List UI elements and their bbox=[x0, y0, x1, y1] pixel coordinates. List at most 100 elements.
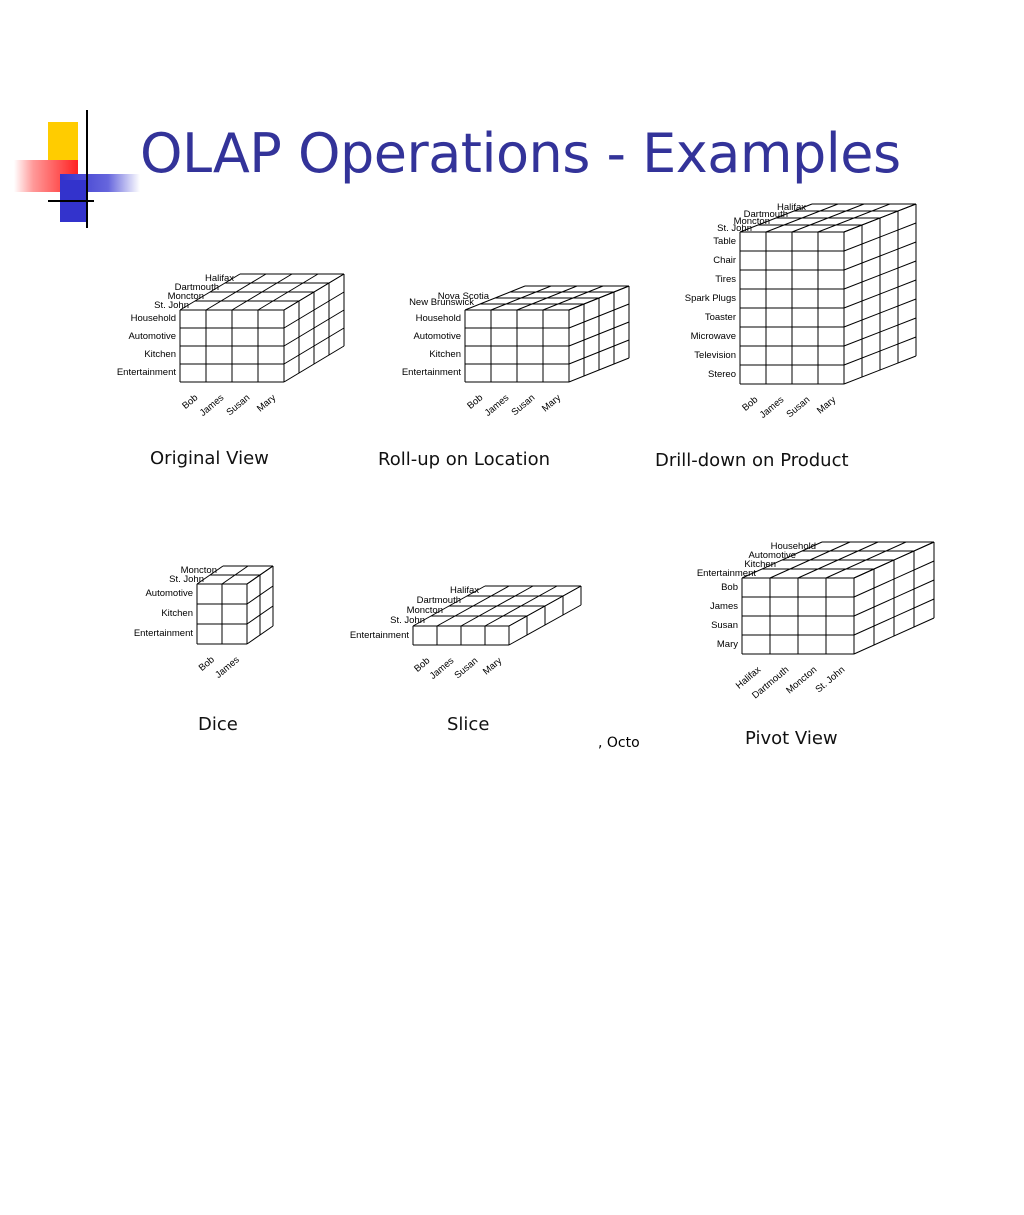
row-label: Bob bbox=[721, 581, 738, 593]
deco-horizontal-line bbox=[48, 200, 94, 202]
deco-yellow-square bbox=[48, 122, 78, 164]
row-label: Mary bbox=[716, 638, 738, 650]
dice-cube bbox=[196, 565, 274, 645]
top-grid-line bbox=[765, 203, 839, 233]
row-label: Kitchen bbox=[429, 349, 461, 360]
depth-label: St. John bbox=[717, 222, 752, 234]
deco-vertical-line bbox=[86, 110, 88, 228]
side-grid-line bbox=[843, 298, 917, 328]
row-label: Household bbox=[130, 313, 176, 324]
side-grid-line bbox=[246, 605, 274, 625]
side-grid-line bbox=[843, 355, 917, 385]
side-grid-line bbox=[568, 357, 630, 383]
caption-pivot: Pivot View bbox=[745, 728, 838, 749]
side-grid-line bbox=[843, 241, 917, 271]
row-label: Television bbox=[694, 349, 736, 361]
top-grid-line bbox=[516, 285, 578, 311]
top-grid-line bbox=[436, 585, 510, 627]
depth-label: Household bbox=[770, 540, 816, 552]
top-grid-line bbox=[825, 541, 907, 579]
depth-label: Kitchen bbox=[744, 558, 776, 570]
row-label: Automotive bbox=[128, 331, 176, 342]
side-grid-line bbox=[283, 327, 345, 365]
top-grid-line bbox=[412, 585, 486, 627]
side-grid-line bbox=[853, 579, 935, 617]
row-label: Entertainment bbox=[349, 629, 409, 641]
side-grid-line bbox=[843, 336, 917, 366]
side-grid-line bbox=[853, 560, 935, 598]
side-grid-line bbox=[853, 541, 935, 579]
row-label: Kitchen bbox=[161, 608, 193, 619]
row-label: James bbox=[710, 600, 738, 612]
slice-cube bbox=[412, 585, 582, 646]
row-label: Tires bbox=[715, 273, 736, 285]
depth-label: Halifax bbox=[449, 585, 479, 596]
top-grid-line bbox=[817, 203, 891, 233]
side-grid-line bbox=[283, 345, 345, 383]
side-grid-line bbox=[843, 317, 917, 347]
top-grid-line bbox=[257, 273, 319, 311]
top-grid-line bbox=[769, 541, 851, 579]
side-grid-line bbox=[508, 604, 582, 646]
depth-label: Moncton bbox=[180, 564, 217, 576]
side-grid-line bbox=[853, 617, 935, 655]
depth-label: Nova Scotia bbox=[437, 291, 489, 302]
slide-title: OLAP Operations - Examples bbox=[140, 122, 901, 185]
side-grid-line bbox=[283, 273, 345, 311]
row-label: Entertainment bbox=[116, 367, 176, 378]
row-label: Toaster bbox=[704, 311, 736, 323]
corner-decoration bbox=[0, 100, 140, 240]
original-cube bbox=[179, 273, 345, 383]
depth-label: Moncton bbox=[406, 605, 443, 616]
row-label: Automotive bbox=[413, 331, 461, 342]
row-label: Table bbox=[713, 235, 736, 247]
pivot-cube bbox=[741, 541, 935, 655]
top-grid-line bbox=[221, 565, 249, 585]
depth-label: Halifax bbox=[776, 201, 806, 213]
top-grid-line bbox=[741, 541, 823, 579]
row-label: Microwave bbox=[690, 330, 736, 342]
side-grid-line bbox=[853, 598, 935, 636]
top-grid-line bbox=[542, 285, 604, 311]
depth-label: Automotive bbox=[748, 549, 796, 561]
top-grid-line bbox=[490, 285, 552, 311]
depth-label: Dartmouth bbox=[416, 595, 461, 606]
side-grid-line bbox=[246, 565, 274, 585]
row-label: Automotive bbox=[145, 588, 193, 599]
depth-label: Moncton bbox=[733, 215, 770, 227]
side-grid-line bbox=[843, 222, 917, 252]
row-label: Susan bbox=[711, 619, 738, 631]
row-label: Entertainment bbox=[401, 367, 461, 378]
top-grid-line bbox=[231, 273, 293, 311]
side-grid-line bbox=[568, 321, 630, 347]
depth-label: Halifax bbox=[204, 272, 234, 284]
depth-label: St. John bbox=[390, 615, 425, 626]
row-label: Entertainment bbox=[133, 628, 193, 639]
caption-drilldown: Drill-down on Product bbox=[655, 450, 849, 471]
caption-rollup: Roll-up on Location bbox=[378, 449, 551, 470]
depth-label: Dartmouth bbox=[743, 208, 788, 220]
row-label: Household bbox=[415, 313, 461, 324]
depth-label: New Brunswick bbox=[409, 297, 474, 308]
top-grid-line bbox=[739, 203, 813, 233]
side-grid-line bbox=[568, 285, 630, 311]
side-grid-line bbox=[283, 309, 345, 347]
row-label: Chair bbox=[713, 254, 736, 266]
top-grid-line bbox=[179, 273, 241, 311]
top-grid-line bbox=[484, 585, 558, 627]
depth-label: Entertainment bbox=[696, 567, 756, 579]
side-grid-line bbox=[246, 625, 274, 645]
top-grid-line bbox=[205, 273, 267, 311]
row-label: Stereo bbox=[708, 368, 736, 380]
side-grid-line bbox=[246, 585, 274, 605]
side-grid-line bbox=[568, 339, 630, 365]
top-grid-line bbox=[797, 541, 879, 579]
caption-slice: Slice bbox=[447, 714, 490, 735]
top-grid-line bbox=[196, 565, 224, 585]
top-grid-line bbox=[464, 285, 526, 311]
depth-label: Dartmouth bbox=[174, 281, 219, 293]
side-grid-line bbox=[843, 260, 917, 290]
caption-dice: Dice bbox=[198, 714, 238, 735]
top-grid-line bbox=[460, 585, 534, 627]
depth-label: St. John bbox=[154, 299, 189, 311]
